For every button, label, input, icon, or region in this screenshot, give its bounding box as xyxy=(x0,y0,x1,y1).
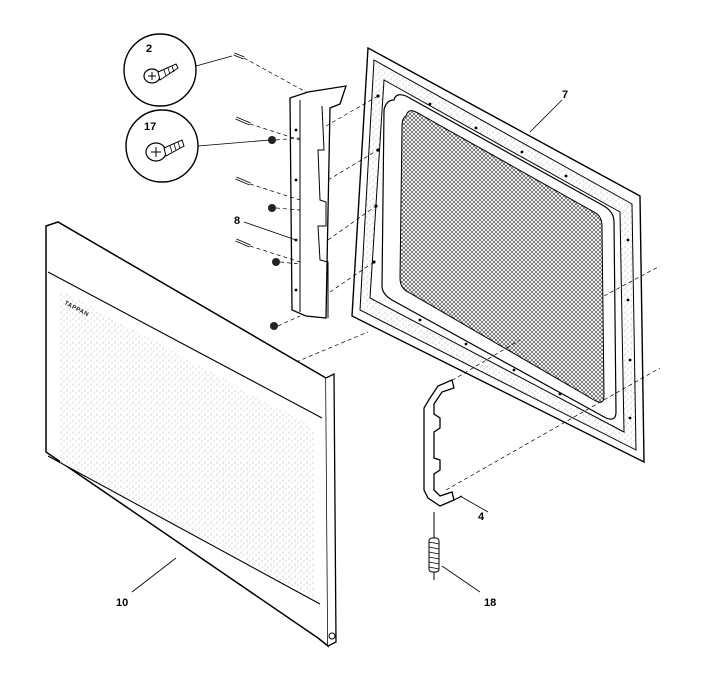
screw-icon xyxy=(268,204,276,212)
callout-label: 7 xyxy=(562,89,568,101)
screw-icon xyxy=(235,116,251,126)
assembly-dashed-lines xyxy=(243,57,661,491)
detail-circle-screw-2: 2 xyxy=(123,33,233,107)
door-panel: TAPPAN xyxy=(45,221,337,648)
callout-label: 2 xyxy=(146,43,152,55)
hex-head-screw-icon xyxy=(145,139,185,162)
callout-label: 10 xyxy=(116,597,128,609)
screw-icon xyxy=(235,238,251,248)
callout-label: 8 xyxy=(234,215,240,227)
callout-label: 17 xyxy=(144,121,156,133)
screw-set xyxy=(233,52,280,330)
door-frame xyxy=(351,46,645,464)
screw-icon xyxy=(233,52,245,60)
callout-panel-10: 10 xyxy=(116,557,177,609)
detail-circle-screw-17: 17 xyxy=(125,109,271,183)
frame-fastener-dots xyxy=(372,94,632,420)
callout-label: 18 xyxy=(484,597,496,609)
screw-icon xyxy=(272,258,280,266)
pan-head-screw-icon xyxy=(143,63,179,84)
screw-icon xyxy=(270,322,278,330)
screw-icon xyxy=(268,136,276,144)
callout-hinge-8: 8 xyxy=(234,215,297,241)
callout-label: 4 xyxy=(478,511,485,523)
hinge-bracket xyxy=(289,85,347,319)
latch-hook: 4 xyxy=(423,379,489,523)
spring: 18 xyxy=(428,512,496,609)
callout-frame-7: 7 xyxy=(529,89,568,133)
screw-icon xyxy=(235,176,251,186)
